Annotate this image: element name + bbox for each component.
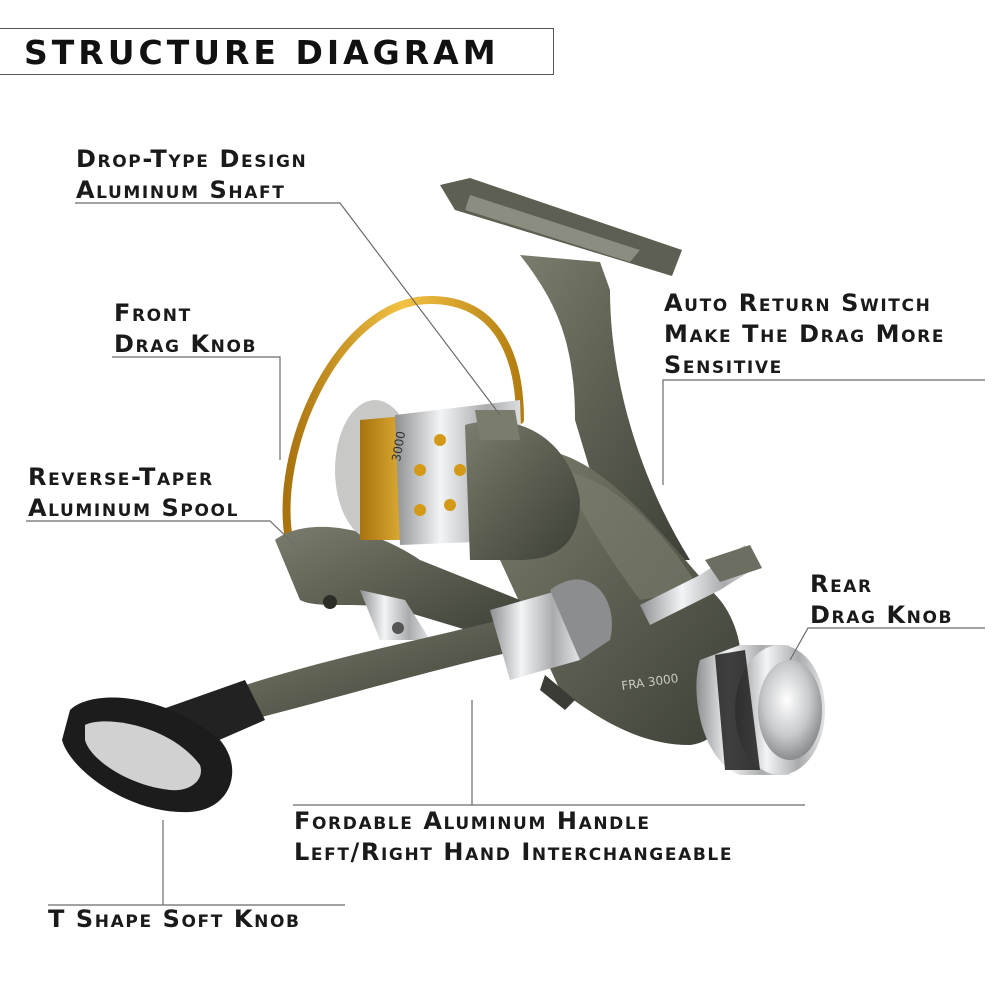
callout-drop-type-line2: Aluminum Shaft bbox=[76, 176, 286, 204]
bail-wire bbox=[282, 295, 524, 549]
callout-auto-return-line1: Auto Return Switch bbox=[664, 289, 932, 317]
callout-drop-type: Drop-Type Design Aluminum Shaft bbox=[76, 144, 307, 206]
callout-lines bbox=[26, 202, 985, 906]
reel-foot bbox=[440, 178, 690, 560]
leader-rear-drag bbox=[789, 627, 985, 661]
callout-rear-drag-line1: Rear bbox=[810, 570, 873, 598]
callout-rear-drag-line2: Drag Knob bbox=[810, 601, 954, 629]
callout-handle: Fordable Aluminum Handle Left/Right Hand… bbox=[294, 806, 733, 868]
leader-front-drag bbox=[112, 356, 281, 460]
callout-handle-line1: Fordable Aluminum Handle bbox=[294, 807, 651, 835]
spool: 3000 bbox=[335, 400, 580, 560]
callout-reverse-taper-line2: Aluminum Spool bbox=[28, 494, 240, 522]
leader-drop-type bbox=[75, 202, 501, 416]
callout-reverse-taper: Reverse-Taper Aluminum Spool bbox=[28, 462, 239, 524]
spool-model-text: 3000 bbox=[389, 430, 408, 463]
callout-t-shape-line1: T Shape Soft Knob bbox=[48, 905, 301, 933]
rotor bbox=[275, 526, 520, 640]
handle-arm bbox=[230, 579, 612, 720]
front-drag-knob bbox=[475, 410, 520, 440]
leader-reverse-taper bbox=[26, 520, 296, 546]
callout-handle-line2: Left/Right Hand Interchangeable bbox=[294, 838, 734, 866]
auto-return-switch bbox=[640, 545, 762, 625]
callout-t-shape: T Shape Soft Knob bbox=[48, 904, 301, 935]
callout-auto-return: Auto Return Switch Make The Drag More Se… bbox=[664, 288, 945, 381]
t-shape-knob bbox=[62, 680, 265, 813]
callout-drop-type-line1: Drop-Type Design bbox=[76, 145, 308, 173]
callout-rear-drag: Rear Drag Knob bbox=[810, 569, 953, 631]
callout-auto-return-line3: Sensitive bbox=[664, 351, 783, 379]
leader-auto-return bbox=[662, 379, 985, 485]
callout-front-drag-line1: Front bbox=[114, 299, 192, 327]
callout-front-drag-line2: Drag Knob bbox=[114, 330, 258, 358]
callout-reverse-taper-line1: Reverse-Taper bbox=[28, 463, 214, 491]
diagram-title: Structure Diagram bbox=[24, 33, 500, 72]
title-box: Structure Diagram bbox=[0, 28, 554, 75]
callout-front-drag: Front Drag Knob bbox=[114, 298, 257, 360]
callout-auto-return-line2: Make The Drag More bbox=[664, 320, 946, 348]
rear-drag-knob bbox=[696, 645, 825, 775]
